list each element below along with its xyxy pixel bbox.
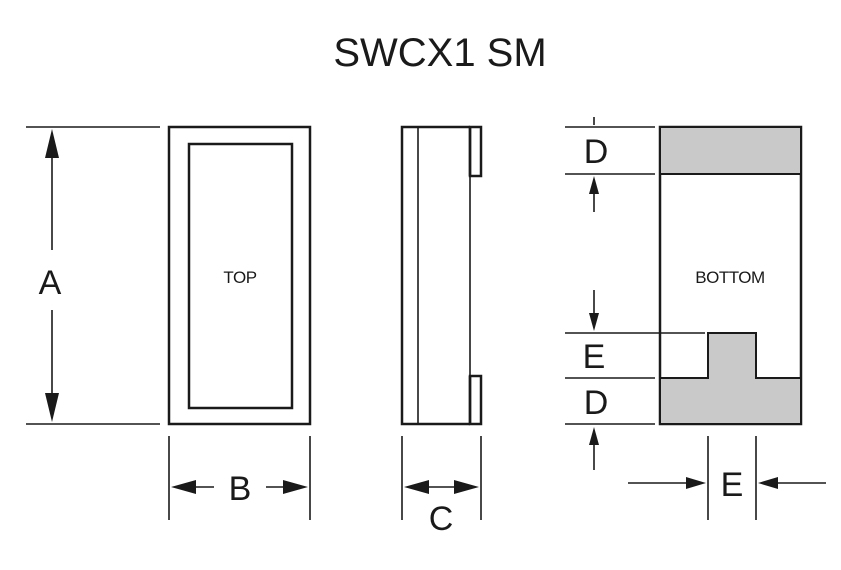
- bottom-view-top-pad: [659, 126, 802, 175]
- dimension-e-left-label: E: [583, 338, 606, 376]
- bottom-view: BOTTOM: [658, 125, 803, 426]
- dimension-a-arrow-down: [45, 393, 59, 422]
- dimension-b-label: B: [229, 470, 252, 508]
- side-view: [400, 125, 483, 426]
- dimension-a-label: A: [39, 264, 62, 302]
- dimension-e-left-arrow-down: [589, 313, 599, 331]
- dimension-d-bottom: D: [565, 384, 655, 470]
- dimension-a: A: [26, 126, 160, 425]
- bottom-face-label: BOTTOM: [695, 268, 764, 287]
- dimension-d-top-label: D: [584, 133, 609, 171]
- top-face-label: TOP: [223, 268, 256, 287]
- dimension-b-arrow-right: [283, 480, 308, 494]
- side-view-lower-terminal: [468, 374, 483, 426]
- top-view: TOP: [167, 125, 312, 426]
- dimension-e-left: E: [565, 290, 705, 379]
- dimension-e-bottom: E: [628, 436, 826, 520]
- diagram-title: SWCX1 SM: [333, 31, 546, 75]
- side-view-upper-terminal: [468, 125, 483, 178]
- dimension-c-label: C: [429, 500, 454, 538]
- dimension-b-arrow-left: [171, 480, 196, 494]
- side-view-body: [400, 125, 470, 426]
- dimension-c-arrow-right: [454, 480, 479, 494]
- dimension-c: C: [401, 436, 482, 538]
- top-view-inner-outline: [187, 142, 294, 410]
- dimension-d-bottom-arrow-up: [589, 427, 599, 445]
- dimension-d-top-arrow-up: [589, 176, 599, 194]
- dimension-e-bottom-arrow-right: [686, 477, 706, 489]
- dimension-e-bottom-label: E: [721, 466, 744, 504]
- dimension-b: B: [168, 436, 311, 520]
- dimension-c-arrow-left: [404, 480, 429, 494]
- dimension-d-bottom-label: D: [584, 384, 609, 422]
- dimension-d-top: D: [565, 117, 655, 212]
- bottom-view-bottom-pad: [659, 332, 802, 425]
- dimension-e-bottom-arrow-left: [758, 477, 778, 489]
- top-view-body: [167, 125, 312, 426]
- dimension-a-arrow-up: [45, 129, 59, 158]
